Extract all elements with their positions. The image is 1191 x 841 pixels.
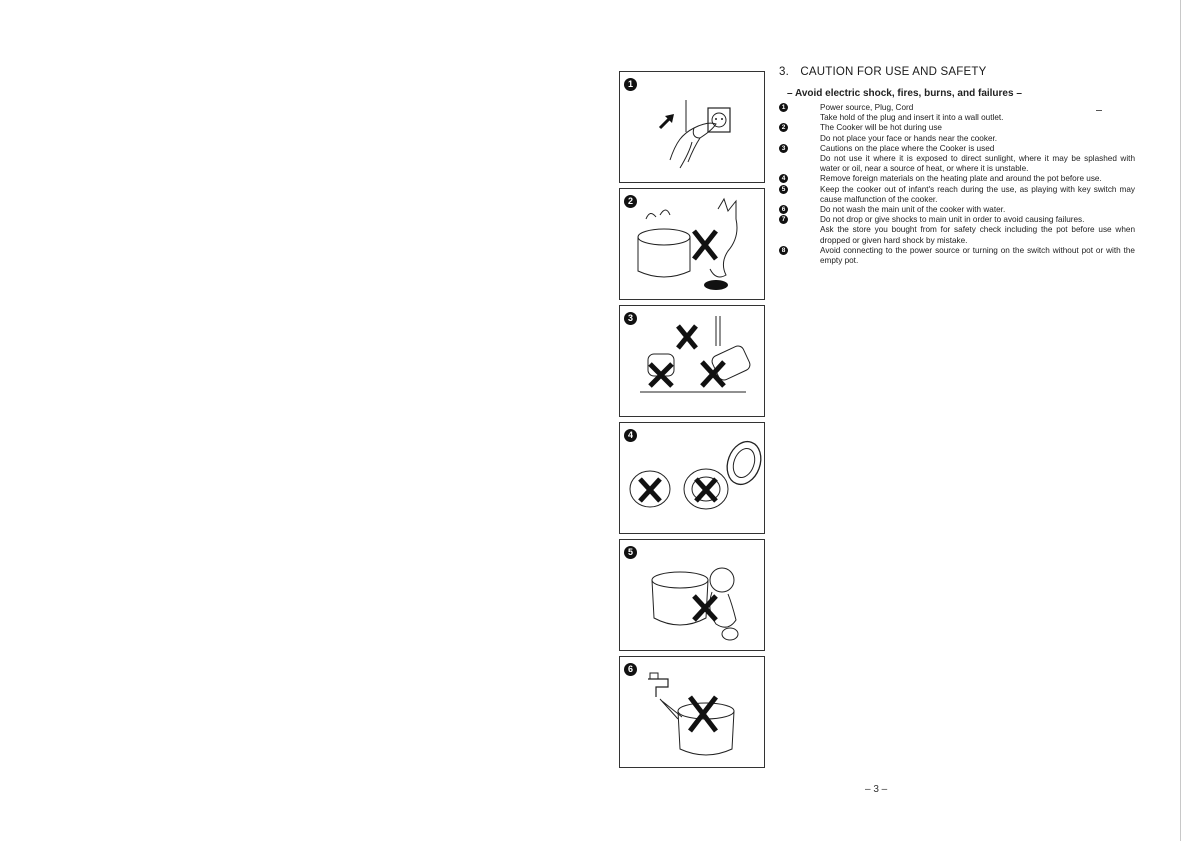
figure-number: 6 <box>624 663 637 676</box>
item-heading: The Cooker will be hot during use <box>820 123 942 133</box>
figure-3: 3 <box>619 305 765 417</box>
item-number: 1 <box>779 103 788 112</box>
caution-list: 1 Power source, Plug, Cord Take hold of … <box>779 103 1135 266</box>
item-text: Do not place your face or hands near the… <box>820 133 998 143</box>
caution-item: 1 Power source, Plug, Cord Take hold of … <box>779 103 1135 123</box>
item-text: Take hold of the plug and insert it into… <box>820 113 1004 123</box>
figure-1: 1 <box>619 71 765 183</box>
item-text: Do not wash the main unit of the cooker … <box>820 205 1006 215</box>
item-number: 2 <box>779 123 788 133</box>
caution-section: 3. CAUTION FOR USE AND SAFETY – Avoid el… <box>779 66 1135 266</box>
item-number: 8 <box>779 245 788 255</box>
item-text: Ask the store you bought from for safety… <box>820 225 1135 245</box>
hot-cooker-cat-icon <box>637 197 738 290</box>
no-water-wash-icon <box>648 672 735 756</box>
item-text: Do not use it where it is exposed to dir… <box>820 154 1135 174</box>
caution-item: 4 Remove foreign materials on the heatin… <box>779 174 1135 184</box>
item-text: Remove foreign materials on the heating … <box>820 174 1102 184</box>
section-subtitle: – Avoid electric shock, fires, burns, an… <box>787 88 1022 99</box>
unsafe-location-icon <box>640 316 751 393</box>
figure-6: 6 <box>619 656 765 768</box>
foreign-material-icon <box>629 440 762 510</box>
infant-reach-icon <box>651 567 739 641</box>
item-number: 4 <box>779 174 788 184</box>
page-number: – 3 – <box>865 784 888 795</box>
section-number: 3. <box>779 66 789 78</box>
figure-number: 5 <box>624 546 637 559</box>
figure-number: 4 <box>624 429 637 442</box>
section-title: 3. CAUTION FOR USE AND SAFETY <box>779 66 1135 78</box>
figure-number: 2 <box>624 195 637 208</box>
section-title-text: CAUTION FOR USE AND SAFETY <box>800 66 987 78</box>
caution-item: 7 Do not drop or give shocks to main uni… <box>779 215 1135 246</box>
item-number: 7 <box>779 215 788 225</box>
figure-number: 1 <box>624 78 637 91</box>
page-edge-line <box>1180 0 1181 841</box>
caution-item: 2 The Cooker will be hot during use Do n… <box>779 123 1135 143</box>
figure-5: 5 <box>619 539 765 651</box>
caution-item: 5 Keep the cooker out of infant's reach … <box>779 184 1135 205</box>
item-text: Do not drop or give shocks to main unit … <box>820 215 1085 225</box>
item-number: 3 <box>779 143 788 153</box>
item-number: 6 <box>779 205 788 215</box>
figure-4: 4 <box>619 422 765 534</box>
caution-item: 3 Cautions on the place where the Cooker… <box>779 143 1135 175</box>
item-number: 5 <box>779 184 788 194</box>
item-text: Avoid connecting to the power source or … <box>820 245 1135 266</box>
item-heading: Cautions on the place where the Cooker i… <box>820 143 995 153</box>
plug-into-outlet-icon <box>658 100 731 169</box>
caution-item: 6 Do not wash the main unit of the cooke… <box>779 205 1135 215</box>
item-text: Keep the cooker out of infant's reach du… <box>820 184 1135 204</box>
figure-2: 2 <box>619 188 765 300</box>
scan-mark <box>1096 110 1102 111</box>
caution-item: 8 Avoid connecting to the power source o… <box>779 245 1135 266</box>
item-heading: Power source, Plug, Cord <box>820 103 914 112</box>
figure-number: 3 <box>624 312 637 325</box>
